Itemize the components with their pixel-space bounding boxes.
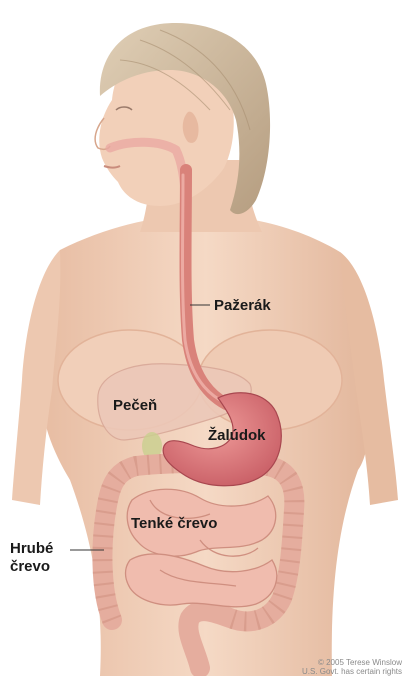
copyright-line1: © 2005 Terese Winslow (302, 658, 402, 667)
label-small-intestine: Tenké črevo (131, 515, 217, 533)
copyright-notice: © 2005 Terese Winslow U.S. Govt. has cer… (302, 658, 402, 676)
label-stomach: Žalúdok (208, 427, 266, 445)
label-large-intestine-line1: Hrubé (10, 540, 53, 558)
copyright-line2: U.S. Govt. has certain rights (302, 667, 402, 676)
label-esophagus: Pažerák (214, 297, 271, 315)
label-liver: Pečeň (113, 397, 157, 415)
label-large-intestine: Hrubé črevo (10, 540, 53, 576)
label-large-intestine-line2: črevo (10, 558, 53, 576)
